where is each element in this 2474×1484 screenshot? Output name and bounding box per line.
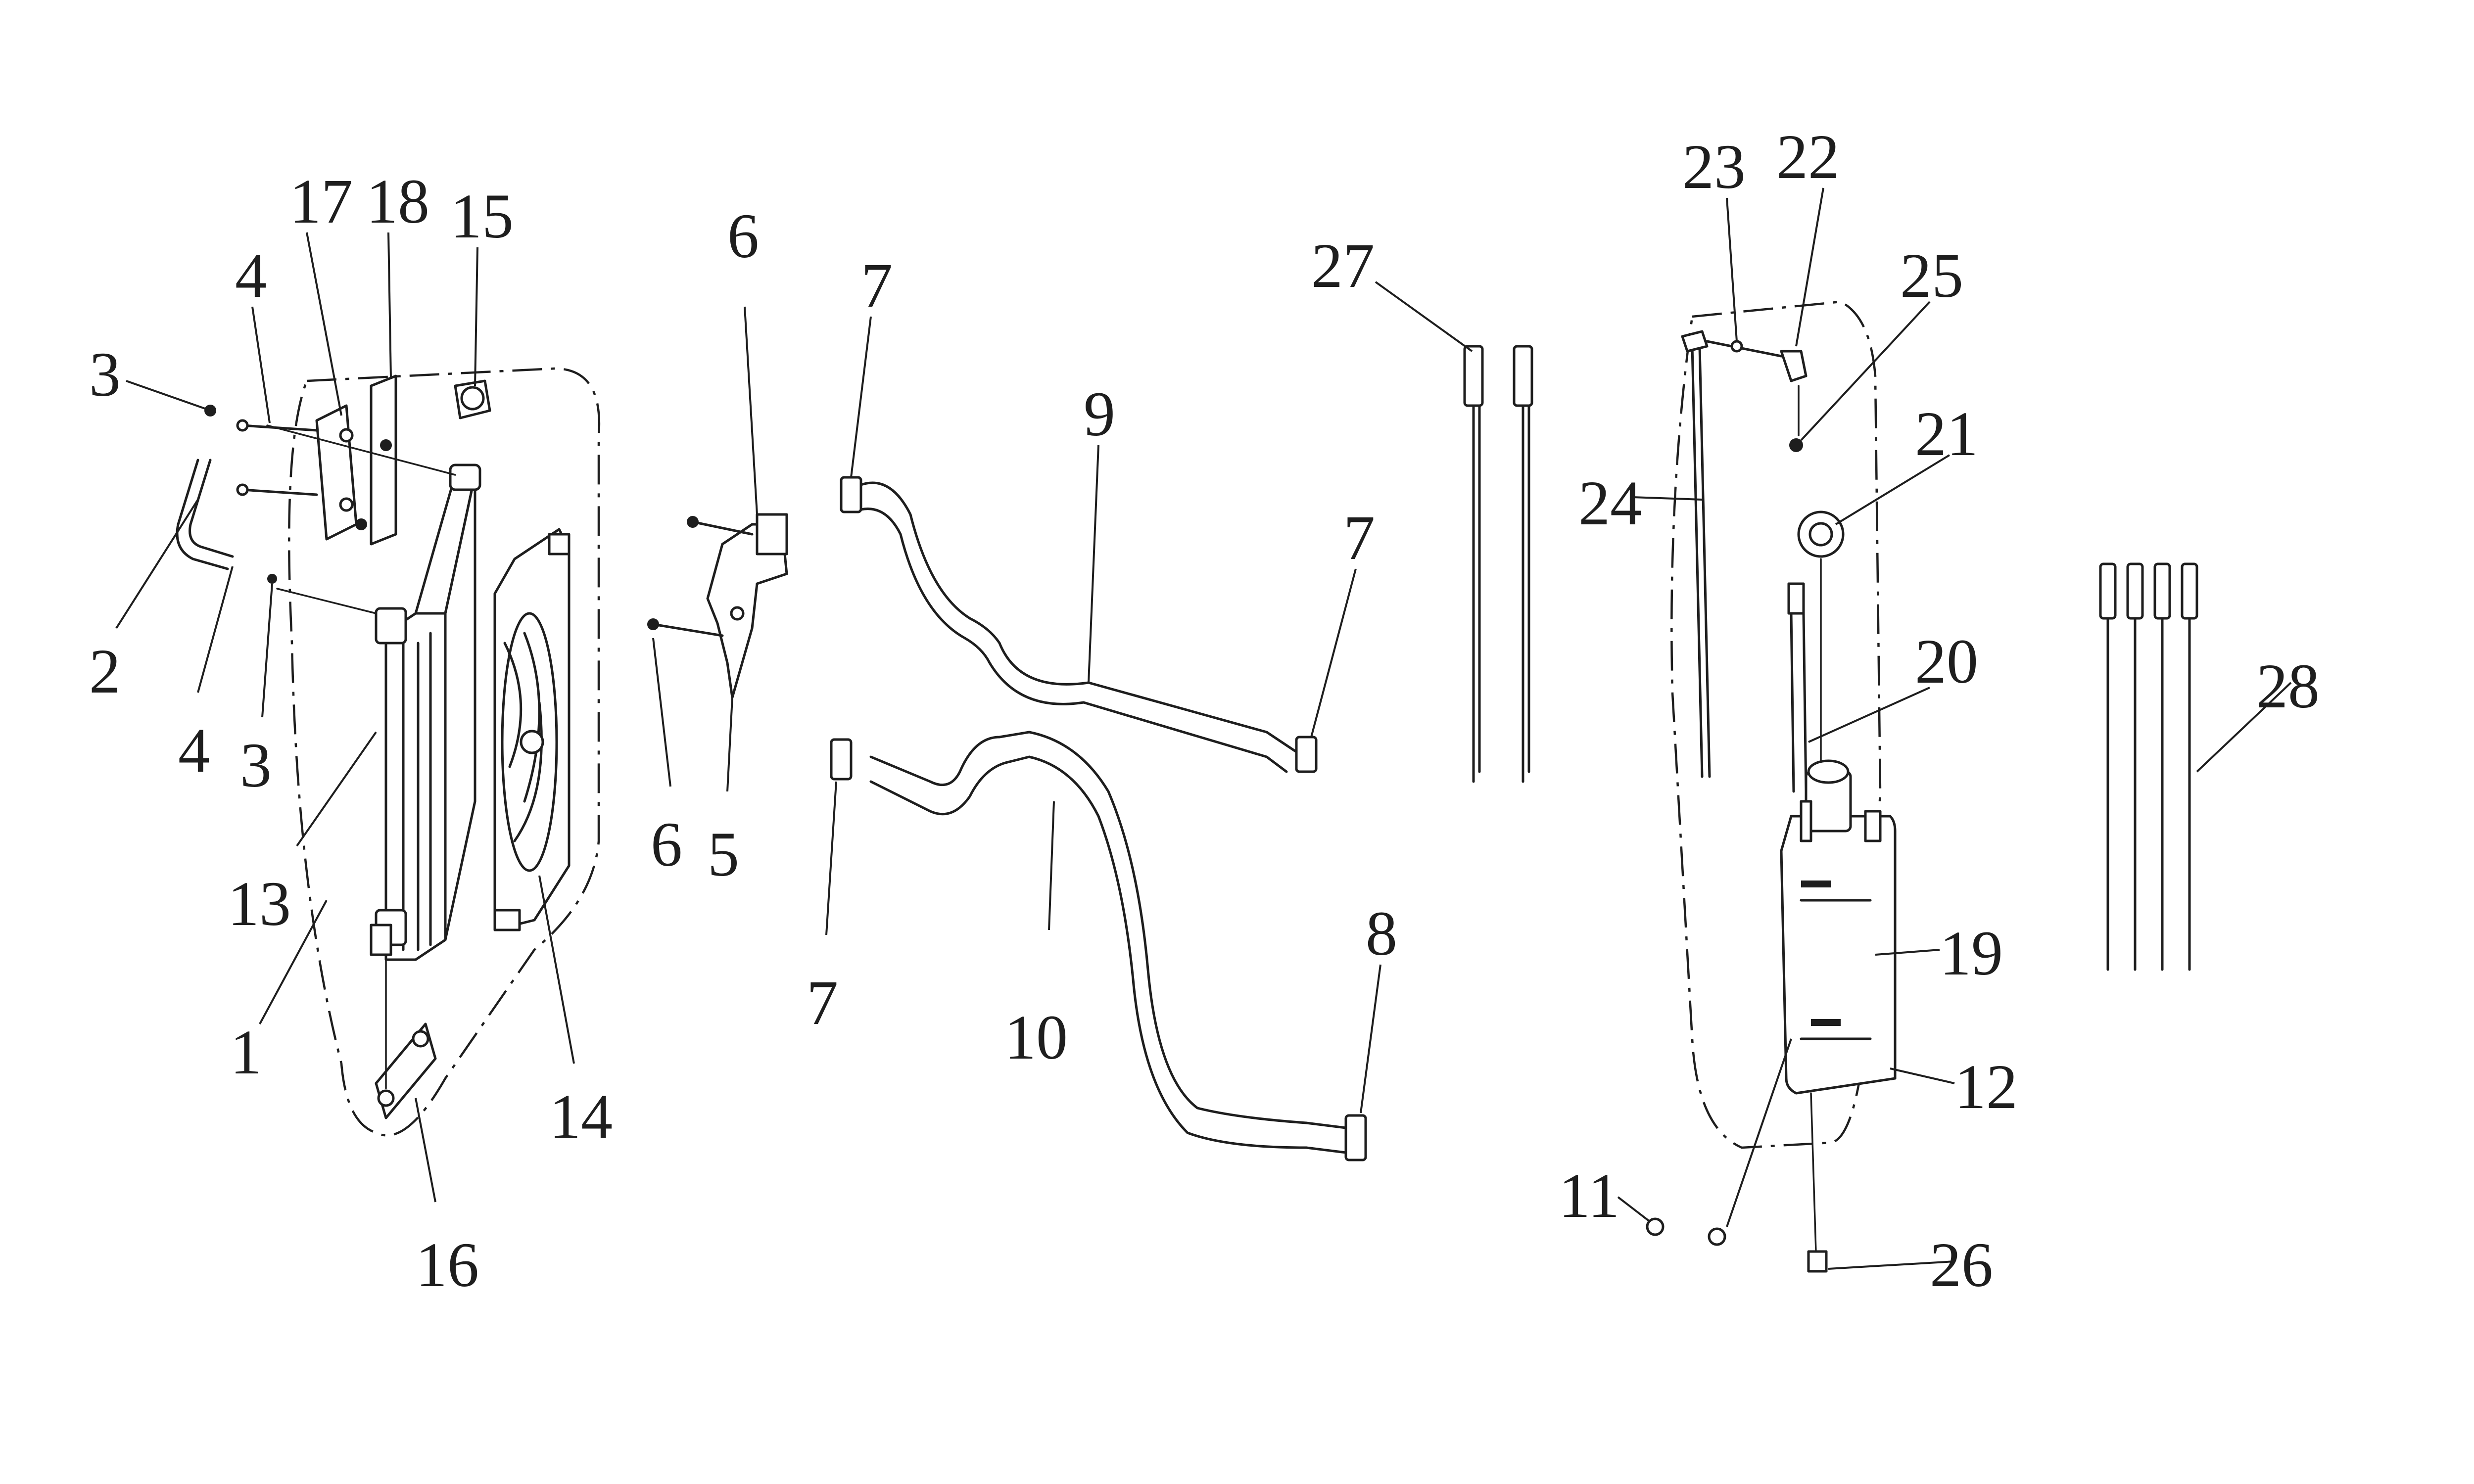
callout-22: 22 bbox=[1776, 122, 1840, 192]
radiator-bracket bbox=[375, 959, 437, 1119]
callout-7: 7 bbox=[807, 968, 838, 1038]
callout-12: 12 bbox=[1954, 1052, 2018, 1122]
callout-23: 23 bbox=[1682, 132, 1746, 202]
callout-8: 8 bbox=[1366, 898, 1397, 969]
callout-9: 9 bbox=[1084, 379, 1115, 449]
callout-labels: 3 4 17 18 15 2 4 3 13 1 14 16 6 6 5 7 9 … bbox=[89, 122, 2320, 1300]
callout-21: 21 bbox=[1915, 399, 1978, 469]
callout-1: 1 bbox=[230, 1017, 262, 1087]
fan-switch-bracket bbox=[647, 513, 788, 699]
coolant-hose-lower bbox=[830, 731, 1367, 1161]
callout-6: 6 bbox=[651, 809, 682, 880]
callout-11: 11 bbox=[1559, 1160, 1619, 1231]
leader-lines bbox=[115, 187, 2292, 1270]
cable-ties-pair bbox=[1463, 345, 1533, 783]
callout-2: 2 bbox=[89, 636, 121, 706]
callout-19: 19 bbox=[1940, 918, 2003, 988]
radiator-group-boundary bbox=[288, 367, 601, 1137]
callout-26: 26 bbox=[1930, 1230, 1993, 1300]
callout-16: 16 bbox=[416, 1230, 479, 1300]
callout-18: 18 bbox=[366, 166, 429, 236]
callout-25: 25 bbox=[1900, 240, 1963, 311]
callout-17: 17 bbox=[289, 166, 353, 236]
bolts-and-washers bbox=[204, 374, 456, 614]
radiator-group bbox=[176, 367, 601, 1137]
callout-4: 4 bbox=[235, 240, 267, 311]
reservoir-group bbox=[1646, 300, 1897, 1273]
cooling-fan bbox=[493, 528, 571, 931]
callout-6: 6 bbox=[727, 201, 759, 271]
callout-7: 7 bbox=[861, 250, 893, 321]
reservoir-group-boundary bbox=[1670, 300, 1882, 1149]
radiator-hose bbox=[176, 459, 234, 570]
callout-3: 3 bbox=[240, 730, 272, 800]
coolant-hose-upper bbox=[840, 476, 1318, 773]
radiator-core bbox=[370, 464, 481, 961]
callout-4: 4 bbox=[178, 715, 210, 786]
callout-7: 7 bbox=[1343, 503, 1375, 573]
callout-20: 20 bbox=[1915, 626, 1978, 696]
callout-27: 27 bbox=[1311, 231, 1375, 301]
callout-13: 13 bbox=[228, 869, 291, 939]
callout-14: 14 bbox=[549, 1081, 613, 1152]
cable-ties-set bbox=[2099, 562, 2198, 971]
callout-24: 24 bbox=[1578, 468, 1642, 538]
radiator-filler-cap bbox=[454, 379, 491, 419]
callout-28: 28 bbox=[2256, 651, 2320, 721]
callout-3: 3 bbox=[89, 339, 121, 410]
callout-10: 10 bbox=[1004, 1002, 1068, 1072]
callout-15: 15 bbox=[450, 181, 514, 251]
callout-5: 5 bbox=[708, 819, 739, 889]
